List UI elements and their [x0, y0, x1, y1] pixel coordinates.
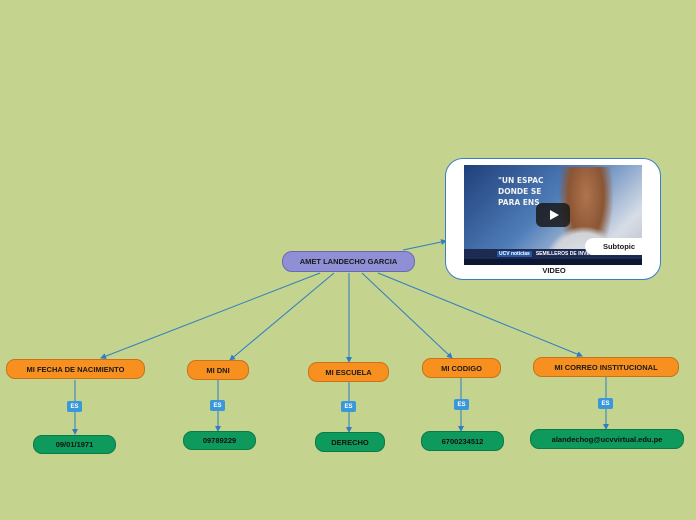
es-connector-tag: ES [454, 399, 469, 410]
play-button[interactable] [536, 203, 570, 227]
es-connector-tag: ES [67, 401, 82, 412]
link-root-video [402, 239, 447, 251]
topic-label: MI CORREO INSTITUCIONAL [554, 362, 658, 372]
topic-codigo[interactable]: MI CODIGO [422, 358, 501, 378]
subtopic-node[interactable]: Subtopic [585, 238, 642, 255]
value-fecha-nacimiento[interactable]: 09/01/1971 [33, 435, 116, 454]
subtopic-label: Subtopic [602, 242, 636, 251]
value-codigo[interactable]: 6700234512 [421, 431, 504, 451]
value-escuela[interactable]: DERECHO [315, 432, 385, 452]
value-label: 09789229 [202, 436, 237, 445]
topic-fecha-nacimiento[interactable]: MI FECHA DE NACIMIENTO [6, 359, 145, 379]
link-root-dni [229, 272, 335, 361]
thumbnail-caption-line: DONDE SE [498, 187, 542, 196]
topic-label: MI FECHA DE NACIMIENTO [26, 364, 125, 374]
thumbnail-caption: "UN ESPAC DONDE SE PARA ENS [498, 175, 544, 208]
value-label: DERECHO [331, 437, 369, 447]
play-icon [549, 210, 559, 220]
thumbnail-banner: SEMILLEROS DE INVESTIGACIÓN [535, 251, 618, 257]
root-topic-label: AMET LANDECHO GARCIA [299, 257, 398, 266]
es-connector-tag: ES [210, 400, 225, 411]
video-card[interactable]: "UN ESPAC DONDE SE PARA ENS UCV noticias… [445, 158, 661, 280]
value-correo-institucional[interactable]: alandechog@ucvvirtual.edu.pe [530, 429, 684, 449]
topic-dni[interactable]: MI DNI [187, 360, 249, 380]
thumbnail-brand: UCV noticias [497, 251, 532, 257]
topic-label: MI DNI [206, 365, 230, 375]
link-root-codigo [361, 272, 453, 359]
topic-correo-institucional[interactable]: MI CORREO INSTITUCIONAL [533, 357, 679, 377]
topic-label: MI ESCUELA [325, 367, 372, 377]
root-topic[interactable]: AMET LANDECHO GARCIA [282, 251, 415, 272]
thumbnail-lower-third: UCV noticias SEMILLEROS DE INVESTIGACIÓN [464, 249, 642, 259]
video-thumbnail[interactable]: "UN ESPAC DONDE SE PARA ENS UCV noticias… [464, 165, 642, 265]
thumbnail-caption-line: "UN ESPAC [498, 176, 544, 185]
value-dni[interactable]: 09789229 [183, 431, 256, 450]
link-root-correo [377, 272, 583, 357]
es-connector-tag: ES [341, 401, 356, 412]
es-connector-tag: ES [598, 398, 613, 409]
thumbnail-caption-line: PARA ENS [498, 198, 540, 207]
topic-label: MI CODIGO [441, 363, 482, 373]
value-label: 09/01/1971 [55, 440, 94, 449]
value-label: 6700234512 [441, 436, 484, 446]
thumbnail-ticker [464, 259, 642, 265]
value-label: alandechog@ucvvirtual.edu.pe [551, 434, 663, 444]
video-label: VIDEO [542, 266, 566, 275]
link-root-fecha [100, 272, 321, 359]
topic-escuela[interactable]: MI ESCUELA [308, 362, 389, 382]
